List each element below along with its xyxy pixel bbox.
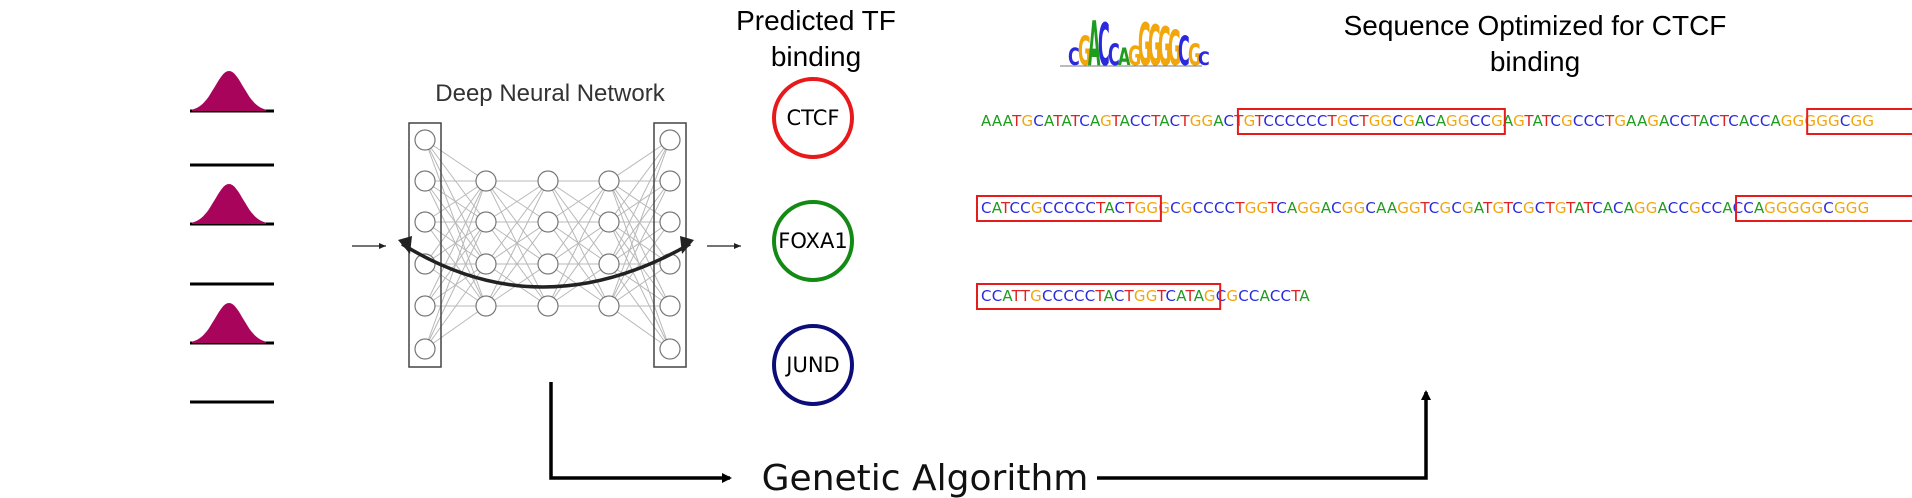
nn-edge	[424, 180, 487, 307]
predicted-title-line2: binding	[771, 41, 861, 72]
logo-letter: C	[1098, 12, 1110, 80]
nn-node	[414, 338, 436, 360]
motif-highlight-box	[976, 283, 1222, 310]
logo-letter: G	[1148, 13, 1161, 78]
nn-node	[659, 338, 681, 360]
nn-node	[598, 253, 620, 275]
motif-highlight-box	[1735, 195, 1912, 222]
nn-edge	[547, 221, 610, 307]
ga-arrow-out	[1097, 390, 1431, 480]
ga-label: Genetic Algorithm	[762, 458, 1089, 498]
logo-letter: C	[1198, 49, 1210, 71]
nn-node	[659, 211, 681, 233]
logo-letter: A	[1088, 8, 1101, 81]
nn-edge	[608, 139, 671, 223]
tf-circle-ctcf	[772, 77, 854, 159]
logo-letter: G	[1158, 16, 1171, 78]
nn-edge	[424, 139, 487, 182]
nn-edge	[608, 263, 671, 307]
sequence-line: CATCCGCCCCCTACTGGGCGCCCCTGGTCAGGACGGCAAG…	[981, 199, 1869, 217]
tf-circle-foxa1	[772, 200, 854, 282]
nn-edge	[424, 305, 487, 350]
neural-network	[408, 122, 687, 368]
sequence-line: AAATGCATATCAGTACCTACTGGACTGTCCCCCCTGCTGG…	[981, 112, 1874, 130]
nn-node	[537, 295, 559, 317]
nn-node	[537, 170, 559, 192]
sequence-lines: AAATGCATATCAGTACCTACTGGACTGTCCCCCCTGCTGG…	[976, 108, 1912, 310]
nn-node	[537, 253, 559, 275]
nn-edge	[485, 221, 549, 307]
nn-edge	[608, 221, 671, 307]
nn-edge	[424, 180, 487, 265]
nn-node	[475, 170, 497, 192]
nn-node	[475, 253, 497, 275]
nn-node	[659, 295, 681, 317]
logo-letter: G	[1188, 38, 1201, 73]
nn-edge	[424, 221, 487, 350]
nn-node	[659, 170, 681, 192]
nn-edge	[608, 305, 671, 350]
input-tracks	[190, 71, 274, 404]
sequence-title-line2: binding	[1490, 46, 1580, 77]
sequence-title-line1: Sequence Optimized for CTCF	[1344, 10, 1727, 41]
ga-arrow-in	[549, 382, 732, 483]
logo-letter: A	[1118, 43, 1131, 71]
nn-node	[475, 211, 497, 233]
peak-shape	[192, 184, 266, 224]
logo-letter: G	[1078, 30, 1091, 76]
predicted-title-line1: Predicted TF	[736, 5, 896, 36]
nn-edge	[608, 139, 671, 307]
peak-shape	[192, 303, 266, 343]
motif-highlight-box	[1236, 108, 1506, 135]
nn-node	[414, 129, 436, 151]
logo-letter: C	[1108, 38, 1120, 73]
motif-highlight-box	[1806, 108, 1912, 135]
nn-edge	[485, 180, 549, 223]
tf-circle-jund	[772, 324, 854, 406]
nn-edge	[485, 180, 549, 265]
feedback-arc-left-head	[398, 236, 412, 254]
nn-edge	[608, 139, 671, 265]
nn-edge	[424, 180, 487, 223]
nn-node	[414, 211, 436, 233]
motif-highlight-box	[976, 195, 1162, 222]
nn-node	[598, 170, 620, 192]
nn-edge	[424, 180, 487, 350]
nn-edge	[608, 180, 671, 307]
sequence-line: CCATTGCCCCCTACTGGTCATAGCGCCACCTA	[981, 287, 1310, 305]
logo-letter: G	[1128, 42, 1141, 72]
logo-letter: C	[1068, 43, 1080, 71]
nn-node	[414, 295, 436, 317]
nn-edge	[608, 139, 671, 182]
feedback-arc	[401, 242, 691, 289]
nn-node	[598, 295, 620, 317]
peak-shape	[192, 71, 266, 111]
nn-node	[414, 170, 436, 192]
tf-label: CTCF	[786, 106, 839, 130]
network-title: Deep Neural Network	[435, 80, 665, 107]
tf-label: FOXA1	[778, 229, 847, 253]
input-layer-box	[408, 122, 442, 368]
nn-node	[475, 295, 497, 317]
nn-node	[537, 211, 559, 233]
nn-node	[659, 129, 681, 151]
logo-letter: G	[1138, 12, 1151, 80]
nn-edge	[547, 180, 610, 223]
tf-label: JUND	[784, 353, 839, 377]
logo-letter: G	[1168, 22, 1181, 77]
nn-edge	[547, 180, 610, 265]
nn-node	[598, 211, 620, 233]
logo-letter: C	[1178, 30, 1190, 76]
nn-edge	[485, 180, 549, 307]
feedback-arc-right-head	[680, 236, 694, 254]
